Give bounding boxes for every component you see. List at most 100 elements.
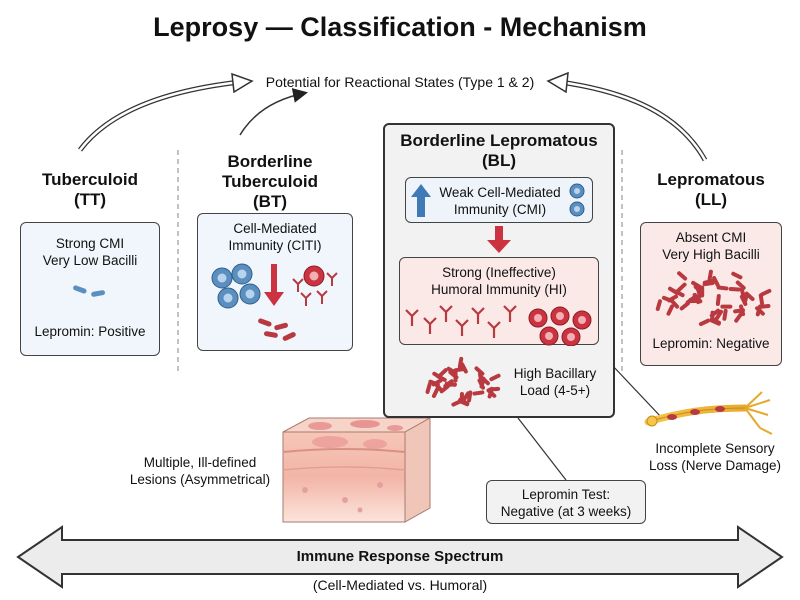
- bacillus: [728, 286, 741, 292]
- bt-down-arrow: [264, 264, 284, 306]
- ll-name: Lepromatous: [657, 170, 765, 189]
- lepromin-test-line1: Lepromin Test:: [521, 487, 611, 502]
- bl-down-arrow: [487, 226, 511, 253]
- bacillus: [461, 391, 471, 403]
- bl-panel: Borderline Lepromatous (BL) Weak Cell-Me…: [383, 123, 615, 418]
- bl-load-line1: High Bacillary: [513, 366, 597, 381]
- lepromin-test-line2: Negative (at 3 weeks): [500, 504, 632, 519]
- bacillus: [431, 386, 440, 398]
- tt-line1: Strong CMI: [55, 236, 125, 251]
- bacillus: [676, 282, 687, 293]
- bacillus: [758, 304, 771, 309]
- bacillus: [734, 312, 743, 323]
- bacillus: [692, 292, 701, 305]
- bacillus: [453, 367, 466, 373]
- bt-name1: Borderline: [227, 152, 313, 171]
- connector-lepromin: [517, 417, 567, 481]
- up-arrow-icon: [411, 184, 431, 217]
- bacillus: [448, 370, 459, 380]
- bl-bacilli-cluster: [425, 356, 501, 407]
- bt-code: (BT): [253, 192, 287, 211]
- bacillus: [715, 294, 721, 306]
- tt-lepromin: Lepromin: Positive: [34, 324, 146, 339]
- skin-lesion-block: [282, 417, 432, 523]
- bacillus: [714, 309, 724, 321]
- bl-name: Borderline Lepromatous: [400, 131, 598, 150]
- nerve-line2: Loss (Nerve Damage): [648, 458, 782, 473]
- bacillus: [666, 304, 674, 316]
- bacillus: [716, 285, 729, 291]
- bacillus: [669, 298, 680, 309]
- bl-hi-line2: Humoral Immunity (HI): [431, 282, 567, 297]
- bl-antibodies-graphic: [405, 305, 592, 346]
- ll-line2: Very High Bacilli: [662, 247, 760, 262]
- bt-blue-cells: [211, 263, 261, 309]
- reaction-arrow-middle: [239, 88, 308, 136]
- bt-header: Borderline Tuberculoid (BT): [190, 152, 350, 212]
- bacillus: [698, 318, 711, 327]
- bacillus: [691, 280, 702, 289]
- bt-bacilli: [258, 318, 296, 341]
- bacillus: [437, 368, 448, 378]
- bt-card: Cell-Mediated Immunity (CITI): [197, 213, 353, 351]
- connector-nerve: [611, 364, 663, 419]
- tt-line2: Very Low Bacilli: [42, 253, 138, 268]
- bacillus: [712, 276, 720, 288]
- bacillus: [702, 278, 715, 285]
- ll-code: (LL): [694, 190, 728, 209]
- bacillus: [758, 293, 764, 306]
- lesions-line2: Lesions (Asymmetrical): [129, 472, 271, 487]
- bacillus: [760, 288, 772, 297]
- bacillus: [451, 399, 463, 407]
- bl-red-cells: [528, 306, 592, 346]
- bacillus: [731, 271, 743, 280]
- tt-card: Strong CMI Very Low Bacilli Lepromin: Po…: [20, 222, 160, 356]
- reaction-arrow-left: [78, 79, 241, 152]
- ll-lepromin: Lepromin: Negative: [652, 336, 770, 351]
- ll-bacilli-cluster: [655, 269, 772, 327]
- bacillus: [709, 318, 721, 326]
- bacillus: [486, 388, 497, 398]
- bacillus: [755, 306, 765, 316]
- bl-cmi-line1: Weak Cell-Mediated: [439, 185, 561, 200]
- bacillus: [742, 292, 749, 305]
- bt-red-cell: [303, 265, 325, 287]
- nerve-label: Incomplete Sensory Loss (Nerve Damage): [640, 440, 790, 474]
- nerve-line1: Incomplete Sensory: [655, 441, 775, 456]
- ll-header: Lepromatous (LL): [636, 170, 786, 210]
- bl-load-line2: Load (4-5+): [519, 383, 591, 398]
- bacillus: [677, 271, 688, 281]
- bacillus: [739, 304, 746, 317]
- reactional-states-label: Potential for Reactional States (Type 1 …: [265, 74, 535, 90]
- bacillus: [695, 286, 703, 299]
- tt-name: Tuberculoid: [41, 170, 138, 189]
- bacillus: [472, 390, 485, 396]
- bt-name2: Tuberculoid: [221, 172, 318, 191]
- bl-cmi-line2: Immunity (CMI): [453, 202, 547, 217]
- bl-cmi-box: Weak Cell-Mediated Immunity (CMI): [405, 177, 593, 223]
- tt-code: (TT): [73, 190, 107, 209]
- bacillus: [655, 299, 662, 311]
- bt-cells-graphic: [211, 263, 338, 341]
- spectrum-arrow: [16, 525, 784, 589]
- tt-header: Tuberculoid (TT): [20, 170, 160, 210]
- bacillus: [443, 379, 454, 389]
- bacillus: [425, 382, 432, 394]
- bacillus: [474, 366, 485, 376]
- bacillus: [673, 289, 685, 298]
- ll-card: Absent CMI Very High Bacilli Lepromin: N…: [640, 222, 782, 366]
- bacillus: [722, 308, 728, 321]
- lepromin-test-box: Lepromin Test: Negative (at 3 weeks): [486, 480, 646, 524]
- tt-bacilli-icon: [73, 285, 106, 297]
- bl-hi-box: Strong (Ineffective) Humoral Immunity (H…: [399, 257, 599, 346]
- bacillus: [735, 280, 746, 290]
- lesions-label: Multiple, Ill-defined Lesions (Asymmetri…: [120, 454, 280, 488]
- bacillus: [489, 373, 501, 382]
- bacillus: [457, 356, 464, 369]
- lesions-line1: Multiple, Ill-defined: [143, 455, 257, 470]
- bacillus: [709, 308, 721, 318]
- bt-antibodies: [292, 272, 338, 306]
- bacillus: [685, 295, 697, 305]
- page-title: Leprosy — Classification - Mechanism: [153, 12, 647, 42]
